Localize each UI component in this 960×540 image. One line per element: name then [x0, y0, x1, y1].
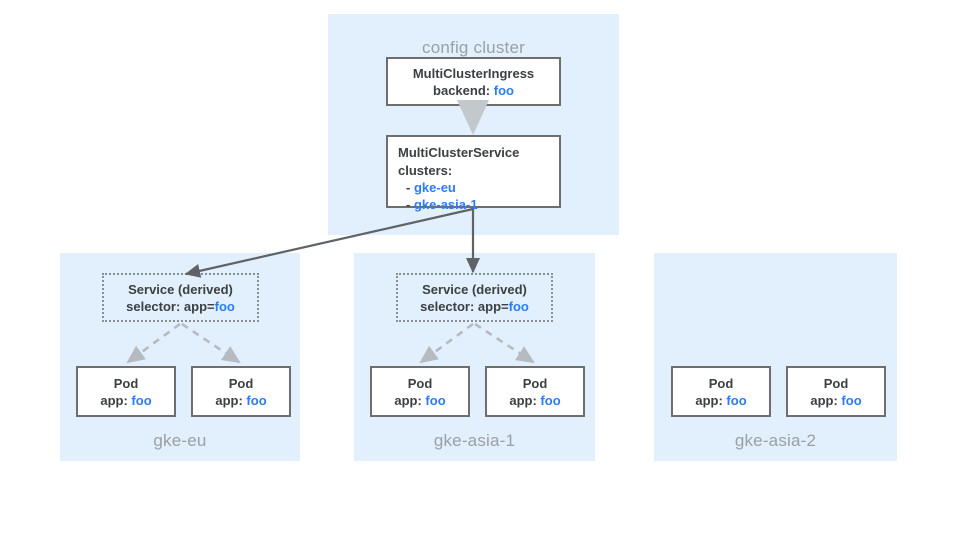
multiclusterservice-cluster-item: - gke-asia-1: [398, 196, 478, 213]
multiclusterservice-box[interactable]: MultiClusterService clusters: - gke-eu -…: [386, 135, 561, 212]
cluster-label-gke-asia-2: gke-asia-2: [734, 431, 817, 450]
pod-title: Pod: [823, 375, 849, 391]
pod-app-value: foo: [841, 392, 862, 408]
pod-title: Pod: [228, 375, 254, 391]
derived-service-gke-eu[interactable]: Service (derived) selector: app=foo: [102, 273, 259, 322]
pod-app: app: foo: [394, 392, 445, 409]
pod-title: Pod: [407, 375, 433, 391]
pod-app-label: app:: [695, 392, 723, 408]
pod-app-value: foo: [131, 392, 152, 408]
multiclusterservice-clusters-label: clusters:: [398, 163, 453, 178]
cluster-label-gke-eu: gke-eu: [153, 431, 207, 450]
pod-app-label: app:: [394, 392, 422, 408]
cluster-panel-gke-asia-2: gke-asia-2: [654, 253, 897, 461]
pod-app: app: foo: [100, 392, 151, 409]
pod-app-value: foo: [425, 392, 446, 408]
derived-service-title: Service (derived): [422, 281, 527, 297]
pod-box[interactable]: Pod app: foo: [76, 366, 176, 417]
config-cluster-label: config cluster: [422, 38, 525, 57]
pod-app: app: foo: [215, 392, 266, 409]
multiclusteringress-box[interactable]: MultiClusterIngress backend: foo: [386, 57, 561, 106]
cluster-name: gke-asia-1: [413, 197, 478, 212]
pod-box[interactable]: Pod app: foo: [485, 366, 585, 417]
pod-box[interactable]: Pod app: foo: [191, 366, 291, 417]
pod-app: app: foo: [509, 392, 560, 409]
derived-service-selector-value: foo: [508, 298, 529, 314]
multiclusteringress-backend-label: backend:: [433, 82, 491, 98]
pod-app-label: app:: [215, 392, 243, 408]
pod-title: Pod: [113, 375, 139, 391]
multiclusteringress-backend-value: foo: [493, 82, 514, 98]
pod-box[interactable]: Pod app: foo: [786, 366, 886, 417]
pod-box[interactable]: Pod app: foo: [671, 366, 771, 417]
derived-service-selector: selector: app=foo: [420, 298, 529, 315]
pod-title: Pod: [708, 375, 734, 391]
derived-service-selector-value: foo: [214, 298, 235, 314]
cluster-bullet: -: [406, 180, 411, 195]
cluster-name: gke-eu: [413, 180, 456, 195]
derived-service-selector: selector: app=foo: [126, 298, 235, 315]
multiclusteringress-backend: backend: foo: [433, 82, 514, 99]
pod-app-value: foo: [246, 392, 267, 408]
pod-title: Pod: [522, 375, 548, 391]
multiclusterservice-cluster-item: - gke-eu: [398, 179, 456, 196]
pod-box[interactable]: Pod app: foo: [370, 366, 470, 417]
cluster-bullet: -: [406, 197, 411, 212]
pod-app-value: foo: [540, 392, 561, 408]
pod-app-value: foo: [726, 392, 747, 408]
pod-app-label: app:: [810, 392, 838, 408]
pod-app-label: app:: [100, 392, 128, 408]
multiclusteringress-kind: MultiClusterIngress: [412, 65, 535, 81]
pod-app-label: app:: [509, 392, 537, 408]
pod-app: app: foo: [810, 392, 861, 409]
cluster-panel-gke-asia-1: gke-asia-1: [354, 253, 595, 461]
multiclusterservice-kind: MultiClusterService: [398, 145, 520, 160]
derived-service-selector-label: selector: app=: [420, 298, 509, 314]
derived-service-title: Service (derived): [128, 281, 233, 297]
derived-service-gke-asia-1[interactable]: Service (derived) selector: app=foo: [396, 273, 553, 322]
pod-app: app: foo: [695, 392, 746, 409]
cluster-label-gke-asia-1: gke-asia-1: [433, 431, 516, 450]
derived-service-selector-label: selector: app=: [126, 298, 215, 314]
